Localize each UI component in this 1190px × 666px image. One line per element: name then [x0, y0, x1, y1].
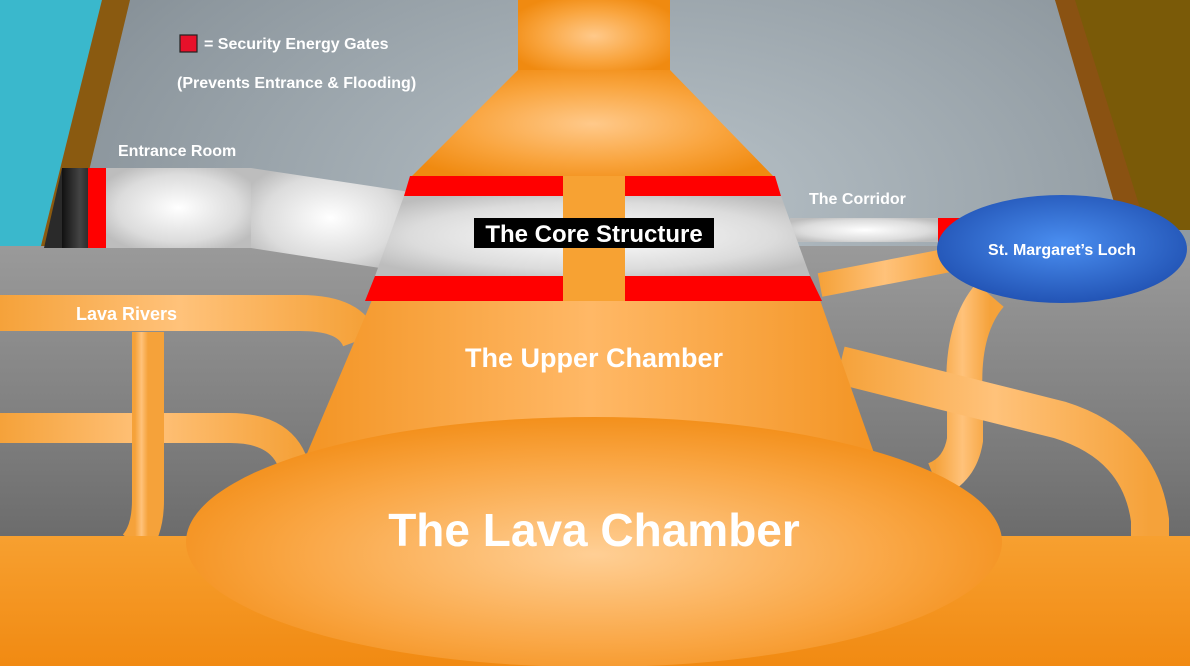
entrance-security-gate	[88, 168, 106, 248]
loch-label: St. Margaret’s Loch	[988, 242, 1136, 259]
lava-chamber-label: The Lava Chamber	[388, 504, 800, 556]
corridor-label: The Corridor	[809, 191, 906, 208]
core-funnel	[410, 70, 775, 178]
legend-label: = Security Energy Gates	[204, 36, 389, 53]
corridor	[790, 218, 940, 242]
core-structure	[365, 176, 822, 301]
upper-chamber-label: The Upper Chamber	[465, 343, 724, 373]
right-brown-wall	[1055, 0, 1150, 240]
lava-river-upper	[0, 295, 377, 348]
legend-note: (Prevents Entrance & Flooding)	[177, 75, 416, 92]
lava-chamber	[186, 417, 1002, 666]
entrance-passage	[251, 168, 410, 268]
lava-rivers-label: Lava Rivers	[76, 304, 177, 324]
legend-gate-swatch	[179, 34, 198, 53]
core-structure-label: The Core Structure	[485, 221, 702, 248]
lava-river-vertical	[122, 332, 164, 556]
left-water-edge	[0, 0, 102, 250]
lava-river-to-loch	[817, 248, 953, 297]
lava-rivers-right	[817, 248, 1169, 545]
entrance-door-edge	[44, 168, 62, 248]
core-label-box	[474, 218, 714, 248]
lava-river-right-long	[835, 346, 1169, 545]
entrance-room-label: Entrance Room	[118, 143, 236, 160]
entrance-room	[106, 168, 251, 248]
core-chimney	[518, 0, 670, 72]
entrance-door	[62, 168, 92, 248]
st-margarets-loch	[937, 195, 1187, 303]
